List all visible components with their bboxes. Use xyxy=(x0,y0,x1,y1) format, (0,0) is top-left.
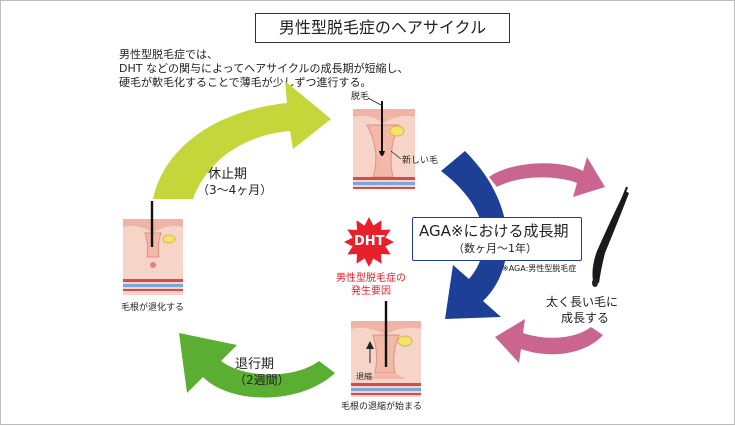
growth-name: AGA※における成長期 xyxy=(419,222,569,240)
shrink-up-arrow xyxy=(366,341,374,363)
intro-line-3: 硬毛が軟毛化することで薄毛が少しずつ進行する。 xyxy=(119,76,372,89)
dht-cause-line-1: 男性型脱毛症の xyxy=(336,273,406,284)
telogen-arrow xyxy=(153,81,331,199)
dht-cause-line-2: 発生要因 xyxy=(351,286,391,297)
catagen-arrow xyxy=(179,333,335,398)
long-hair-line-1: 太く長い毛に xyxy=(546,295,619,309)
pink-arrow-lower xyxy=(495,319,603,363)
follicle-panel-top xyxy=(353,109,415,189)
intro-line-1: 男性型脱毛症では、 xyxy=(119,48,218,61)
telogen-duration: （3〜4ヶ月） xyxy=(197,183,273,197)
diagram-title: 男性型脱毛症のヘアサイクル xyxy=(255,13,510,43)
callout-shedding xyxy=(367,97,382,106)
callout-new-hair xyxy=(390,150,402,160)
growth-duration: （数ヶ月〜1年） xyxy=(453,242,537,255)
dht-badge xyxy=(344,217,394,267)
intro-line-2: DHT などの関与によってヘアサイクルの成長期が短縮し、 xyxy=(119,62,409,75)
label-root-retreats: 毛根が退化する xyxy=(121,303,185,313)
catagen-duration: （2週間） xyxy=(234,373,290,387)
pink-arrow-upper xyxy=(489,157,605,197)
aga-note: ※AGA:男性型脱毛症 xyxy=(502,264,577,273)
label-new-hair: 新しい毛 xyxy=(402,156,439,166)
label-shrink: 退縮 xyxy=(356,372,372,381)
catagen-name: 退行期 xyxy=(235,357,275,372)
telogen-name: 休止期 xyxy=(208,167,248,182)
growth-arrow xyxy=(441,151,508,319)
growth-label-box: AGA※における成長期 （数ヶ月〜1年） xyxy=(412,217,582,261)
long-hair-illustration xyxy=(592,186,629,287)
dht-badge-text: DHT xyxy=(354,234,385,249)
long-hair-line-2: 成長する xyxy=(561,311,610,325)
label-root-shrink-begins: 毛根の退縮が始まる xyxy=(341,402,423,412)
label-shedding-hair: 脱毛 xyxy=(351,92,370,102)
